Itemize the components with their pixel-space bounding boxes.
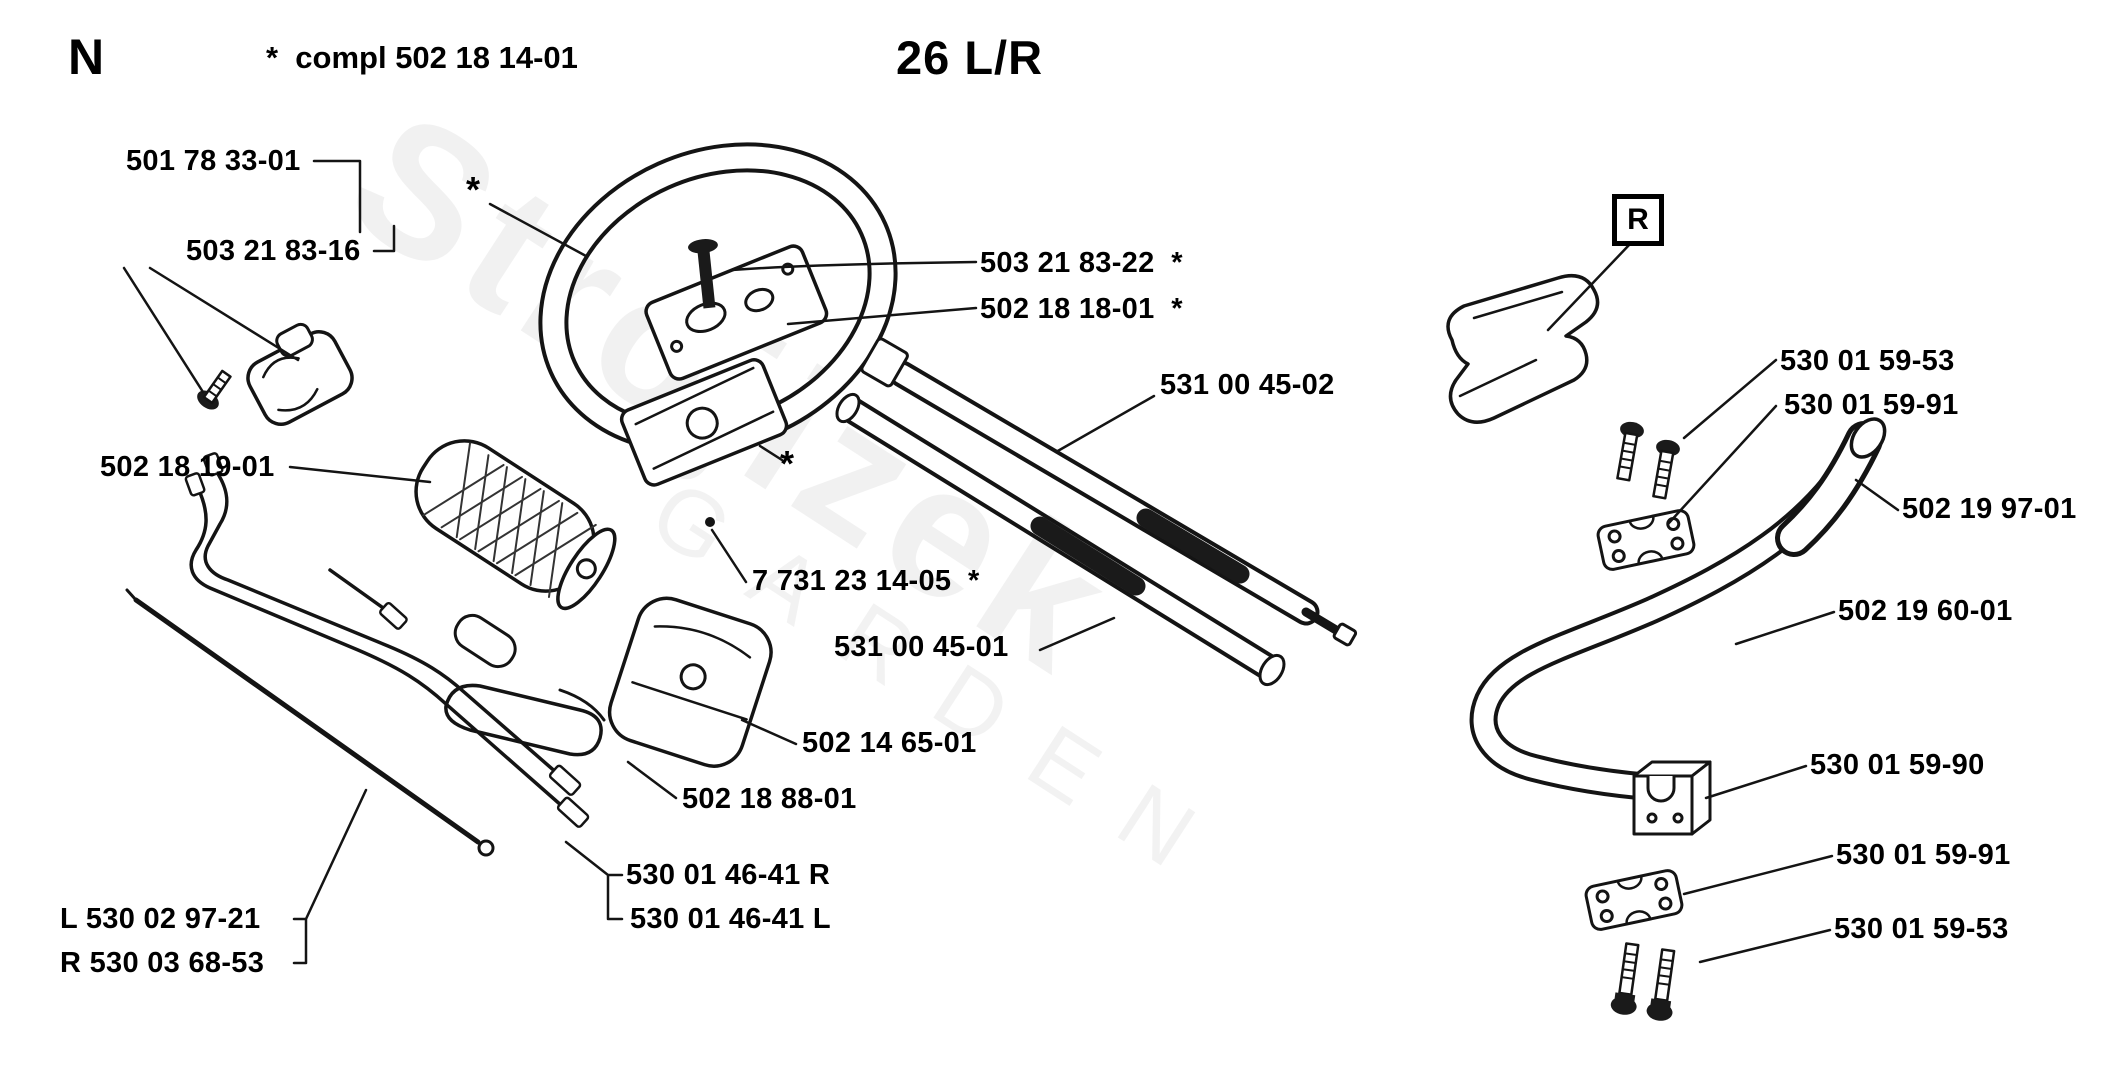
clamp-screw-drawing [197,369,232,410]
part-label-503-21-83-16: 503 21 83-16 [186,235,361,267]
page-title: 26 L/R [896,31,1044,84]
part-label-530-01-59-91-top: 530 01 59-91 [1784,389,1959,421]
part-label-530-01-59-90: 530 01 59-90 [1810,749,1985,781]
trigger-lever-drawing [444,683,603,757]
part-label-531-00-45-01: 531 00 45-01 [834,631,1009,663]
part-label-530-01-59-91-bottom: 530 01 59-91 [1836,839,2011,871]
part-label-531-00-45-02: 531 00 45-02 [1160,369,1335,401]
wiring-harness-drawing [184,452,590,828]
part-label-502-18-18-01: 502 18 18-01 * [980,293,1183,325]
trigger-assembly-drawing [444,596,773,768]
screw-top-1-drawing [1616,421,1644,482]
part-label-502-14-65-01: 502 14 65-01 [802,727,977,759]
part-label-530-01-59-53-top: 530 01 59-53 [1780,345,1955,377]
handle-bracket-drawing [644,244,829,381]
right-bracket-part-drawing [1446,274,1600,424]
screw-bottom-1-drawing [1610,942,1640,1015]
part-label-530-02-97-21: L 530 02 97-21 [60,903,261,935]
page-letter: N [68,29,105,85]
throttle-cable-rod-drawing [125,588,495,857]
handlebar-clamp-block-drawing [1632,760,1712,836]
drive-tube-upper-drawing [860,337,1358,647]
part-label-731-23-14-05: 7 731 23 14-05 * [752,565,980,597]
screw-bottom-2-drawing [1646,948,1676,1021]
leader-lines [122,159,1900,965]
drive-tube-lower-drawing [835,392,1286,687]
cable-clamp-drawing [197,322,354,426]
part-label-530-01-46-41-r: 530 01 46-41 R [626,859,831,891]
clamp-plate-top-drawing [1596,509,1696,571]
part-label-530-03-68-53: R 530 03 68-53 [60,947,265,979]
part-label-501-78-33-01: 501 78 33-01 [126,145,301,177]
part-label-530-01-46-41-l: 530 01 46-41 L [630,903,831,935]
part-label-503-21-83-22: 503 21 83-22 * [980,247,1183,279]
part-label-502-18-88-01: 502 18 88-01 [682,783,857,815]
compl-note: * compl 502 18 14-01 [266,40,578,75]
asterisk-marker-clamp: * [780,443,795,484]
asterisk-marker-handle: * [466,169,481,210]
small-screw-dot [705,517,715,527]
clamp-plate-bottom-drawing [1584,869,1684,931]
part-label-502-19-97-01: 502 19 97-01 [1902,493,2077,525]
part-label-502-18-19-01: 502 18 19-01 [100,451,275,483]
handle-bolt-drawing [688,239,718,309]
screw-top-2-drawing [1652,439,1680,500]
throttle-grip-drawing [414,439,617,611]
shaft-clamp-drawing [619,358,789,487]
r-marker-badge: R [1612,194,1664,246]
part-label-502-19-60-01: 502 19 60-01 [1838,595,2013,627]
part-label-530-01-59-53-bottom: 530 01 59-53 [1834,913,2009,945]
handlebar-drawing [1469,417,1887,802]
